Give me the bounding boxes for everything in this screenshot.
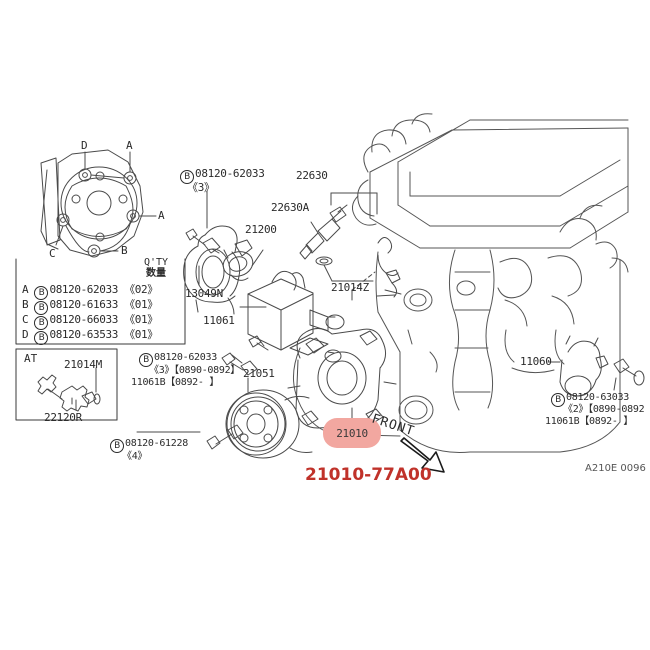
row-qty: 《01》: [124, 313, 158, 326]
badge-b-icon: B: [139, 353, 153, 367]
row-qty: 《01》: [124, 298, 158, 311]
callout-22630A: 22630A: [271, 201, 309, 214]
engine-block-drawing: [293, 113, 629, 454]
note-text: 08120-62033: [154, 352, 217, 363]
highlight-label: 21010: [336, 426, 368, 440]
callout-11061: 11061: [203, 314, 235, 327]
mount-callout-A-top: A: [126, 139, 133, 152]
at-sensor-drawing: [37, 374, 101, 412]
pulley-bolt-drawing: [206, 424, 244, 450]
mount-callout-B: B: [121, 244, 128, 257]
badge-b-icon: B: [180, 170, 194, 184]
row-part: 08120-62033: [49, 283, 118, 296]
note-right-bolt-line3: 11061B【0892- 】: [545, 416, 634, 427]
row-key: C: [22, 313, 29, 326]
callout-21051: 21051: [243, 367, 275, 380]
part-21010-drawing: [287, 328, 397, 429]
note-left-bolt-line2: 《3》【0890-0892】: [149, 365, 241, 376]
main-part-number: 21010-77A00: [305, 465, 432, 485]
mount-pattern-drawing: [40, 149, 157, 258]
label-22120R: 22120R: [44, 411, 82, 424]
note-left-bolt-line3: 11061B【0892- 】: [131, 377, 220, 388]
bolts-11061-drawing: [221, 335, 269, 376]
row-key: D: [22, 328, 29, 341]
callout-13049N: 13049N: [185, 287, 223, 300]
mount-callout-D: D: [81, 139, 88, 152]
highlighted-part-21010[interactable]: 21010: [323, 418, 381, 448]
badge-b-icon: B: [34, 286, 49, 300]
row-part: 08120-63533: [49, 328, 118, 341]
qty-header-en: Q'TY: [143, 257, 169, 268]
callout-11060: 11060: [520, 355, 552, 368]
part-22630-drawing: [299, 204, 348, 266]
qty-table-frame: [15, 258, 186, 345]
row-key: A: [22, 283, 29, 296]
note-pulley-bolt-line2: 《4》: [122, 451, 148, 462]
bolt-63033-drawing: [613, 358, 645, 386]
qty-header-jp: 数量: [146, 268, 166, 279]
part-11060-drawing: [559, 335, 609, 397]
row-part: 08120-66033: [49, 313, 118, 326]
callout-21200: 21200: [245, 223, 277, 236]
note-right-bolt-line2: 《2》【0890-0892: [563, 404, 645, 415]
part-21014Z-drawing: [376, 237, 402, 298]
at-box-frame: [15, 348, 118, 421]
leader-22630A: [310, 221, 319, 234]
row-part: 08120-61633: [49, 298, 118, 311]
row-key: B: [22, 298, 29, 311]
badge-b-icon: B: [34, 316, 49, 330]
callout-22630: 22630: [296, 169, 328, 182]
part-21051-drawing: [225, 389, 313, 459]
callout-21014Z: 21014Z: [331, 281, 369, 294]
badge-b-icon: B: [34, 331, 49, 345]
mount-callout-A-right: A: [158, 209, 165, 222]
note-text: 08120-61228: [125, 438, 188, 449]
mount-callout-C: C: [49, 247, 56, 260]
part-11061-drawing: [247, 270, 345, 363]
callout-text: 08120-62033: [195, 167, 265, 180]
part-13049N-drawing: [222, 249, 254, 281]
drawing-code: A210E 0096: [585, 463, 646, 474]
badge-b-icon: B: [551, 393, 565, 407]
badge-b-icon: B: [110, 439, 124, 453]
row-qty: 《01》: [124, 328, 158, 341]
callout-08120-62033-qty: 《3》: [187, 181, 215, 194]
qty-header: Q'TY 数量: [133, 257, 179, 279]
note-text: 08120-63033: [566, 392, 629, 403]
label-21014M: 21014M: [64, 358, 102, 371]
row-qty: 《02》: [124, 283, 158, 296]
at-box-title: AT: [24, 352, 38, 365]
front-arrow: [400, 437, 445, 473]
badge-b-icon: B: [34, 301, 49, 315]
